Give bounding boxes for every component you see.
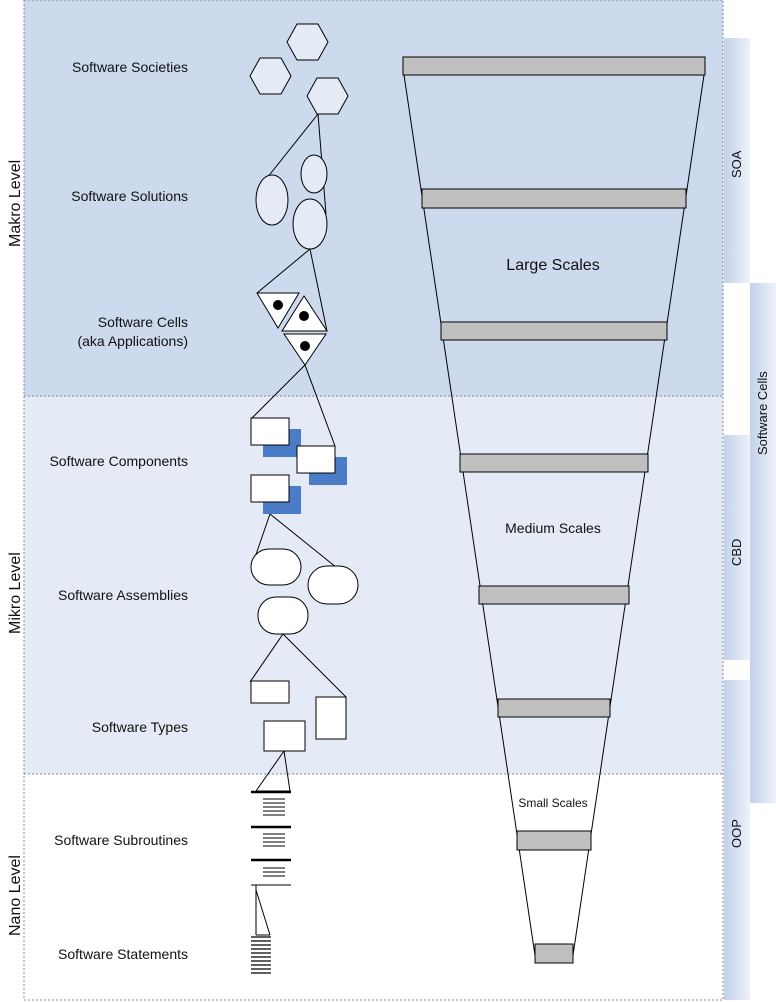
scale-bar-solutions bbox=[421, 188, 687, 209]
statements-lines bbox=[251, 936, 271, 974]
large-scales-label: Large Scales bbox=[506, 257, 599, 274]
label-software-statements: Software Statements bbox=[58, 946, 188, 962]
makro-level-label: Makro Level bbox=[7, 160, 24, 247]
cells-triangles bbox=[256, 292, 328, 366]
soa-label: SOA bbox=[729, 150, 744, 178]
solutions-ellipses bbox=[255, 154, 328, 250]
societies-hexagons bbox=[249, 23, 349, 115]
cbd-bar bbox=[724, 435, 750, 660]
types-rectangles bbox=[250, 680, 347, 752]
label-software-subroutines: Software Subroutines bbox=[54, 832, 188, 848]
software-cells-bar bbox=[750, 283, 776, 803]
diagram-border bbox=[23, 0, 724, 1001]
subroutines-lines bbox=[251, 790, 291, 886]
scale-bar-societies bbox=[402, 56, 706, 76]
mikro-level-label: Mikro Level bbox=[7, 552, 24, 634]
scale-bar-statements bbox=[534, 943, 574, 964]
assemblies-blobs bbox=[250, 548, 359, 635]
soa-bar bbox=[724, 38, 750, 283]
components-blocks bbox=[250, 417, 347, 514]
scale-bar-components bbox=[459, 453, 649, 473]
medium-scales-label: Medium Scales bbox=[505, 520, 601, 536]
cbd-label: CBD bbox=[729, 539, 744, 566]
label-software-types: Software Types bbox=[92, 719, 188, 735]
nano-level-label: Nano Level bbox=[7, 855, 24, 936]
label-software-components: Software Components bbox=[49, 453, 188, 469]
label-software-cells-aka: (aka Applications) bbox=[77, 333, 188, 349]
scale-bar-cells bbox=[440, 321, 668, 341]
nano-band bbox=[24, 774, 723, 1000]
label-software-solutions: Software Solutions bbox=[71, 188, 188, 204]
label-software-societies: Software Societies bbox=[72, 59, 188, 75]
label-software-assemblies: Software Assemblies bbox=[58, 587, 188, 603]
scale-bar-types bbox=[497, 698, 611, 718]
scale-bar-subroutines bbox=[516, 830, 592, 851]
software-cells-label: Software Cells bbox=[755, 371, 770, 455]
scale-bar-assemblies bbox=[478, 585, 630, 605]
oop-bar bbox=[724, 680, 750, 1000]
scale-bars bbox=[402, 56, 706, 964]
scale-funnel bbox=[403, 74, 705, 963]
label-software-cells: Software Cells bbox=[98, 314, 188, 330]
oop-label: OOP bbox=[729, 819, 744, 848]
small-scales-label: Small Scales bbox=[518, 796, 587, 810]
